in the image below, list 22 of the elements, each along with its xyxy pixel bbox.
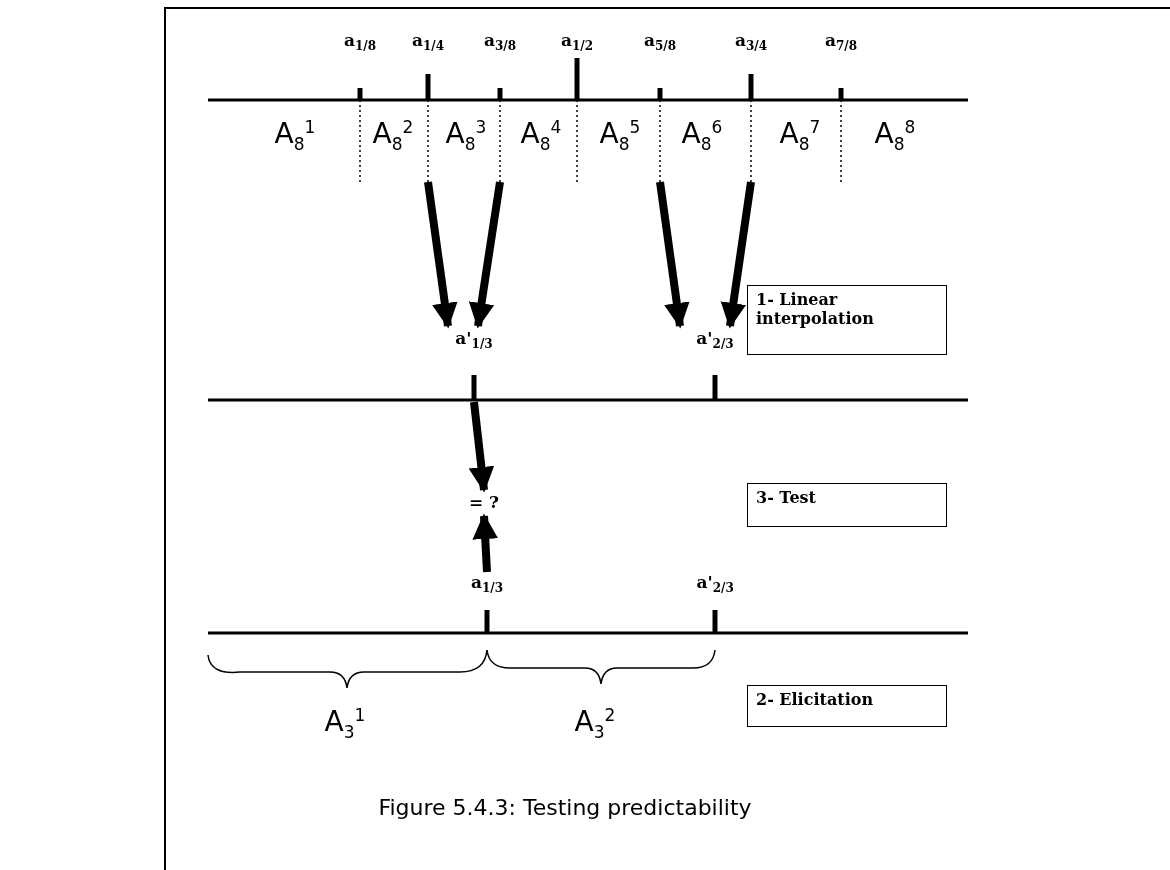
arrow xyxy=(468,401,495,493)
tick-label: a$_{5/8}$ xyxy=(642,30,678,56)
arrow xyxy=(472,513,498,573)
tick-label: a'$_{2/3}$ xyxy=(695,328,735,354)
figure-caption: Figure 5.4.3: Testing predictability xyxy=(377,795,753,820)
tick-label: a'$_{1/3}$ xyxy=(454,328,494,354)
tick-label: a$_{1/3}$ xyxy=(469,572,505,598)
arrow xyxy=(468,181,504,329)
tick-label: a'$_{2/3}$ xyxy=(696,572,734,598)
tick-label: a$_{1/2}$ xyxy=(561,30,594,56)
tick-label: a$_{1/8}$ xyxy=(344,30,377,56)
tick-label: a$_{3/4}$ xyxy=(733,30,769,56)
step-box: 2- Elicitation xyxy=(747,685,947,727)
arrow xyxy=(720,181,755,329)
step-box: 3- Test xyxy=(747,483,947,527)
arrow xyxy=(424,181,458,329)
tick-label: a$_{1/4}$ xyxy=(410,30,446,56)
arrow xyxy=(656,181,690,329)
comparison-label: = ? xyxy=(467,492,501,512)
tick-label: a$_{3/8}$ xyxy=(482,30,518,56)
tick-label: a$_{7/8}$ xyxy=(825,30,858,56)
step-box: 1- Linear interpolation xyxy=(747,285,947,355)
